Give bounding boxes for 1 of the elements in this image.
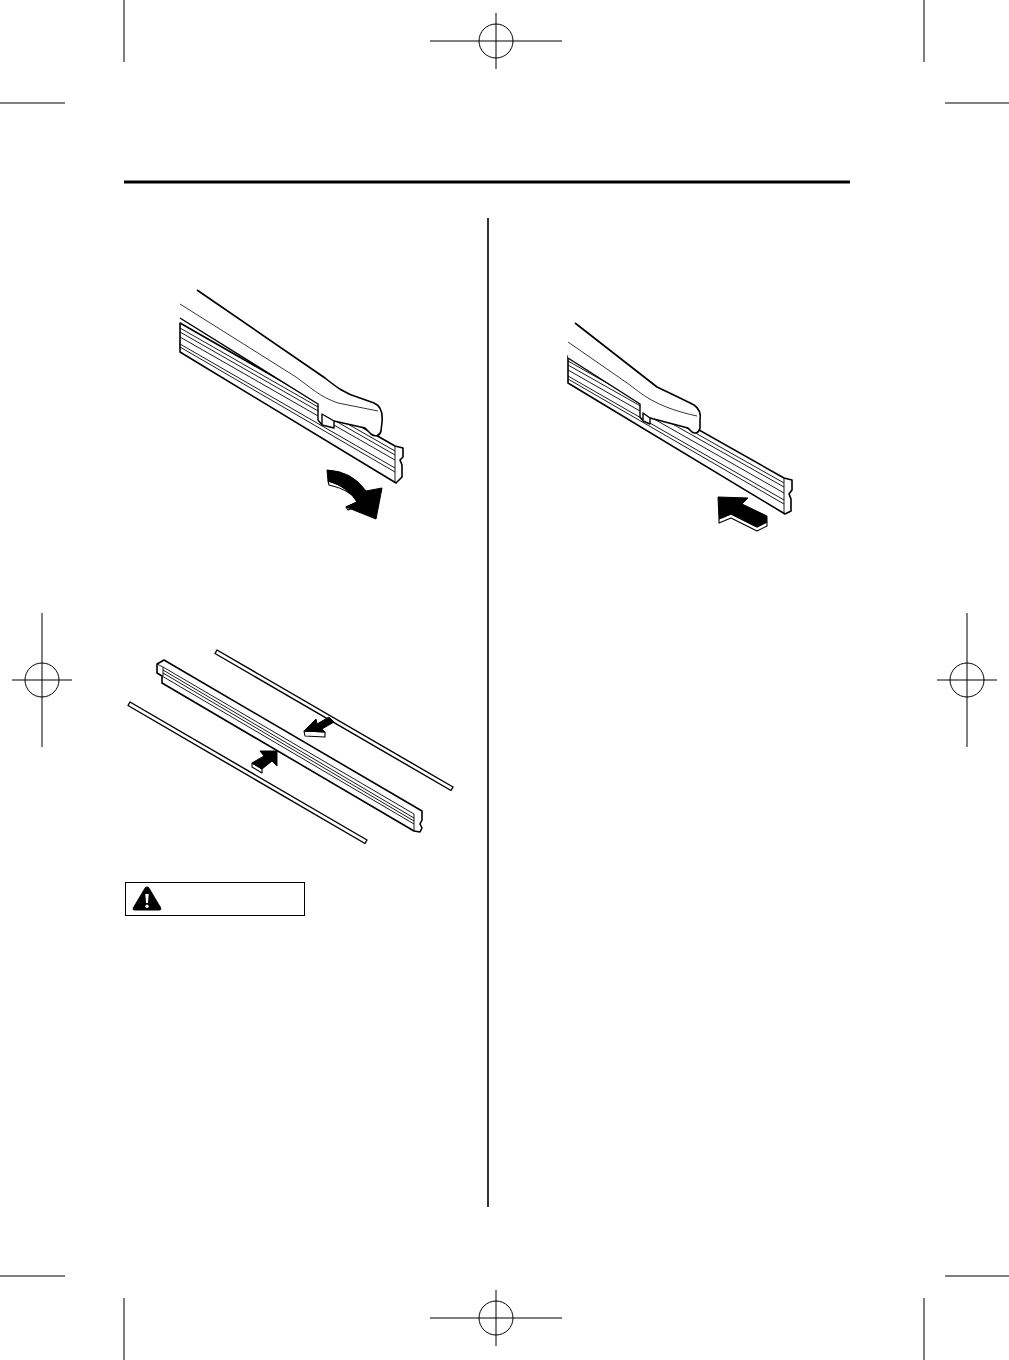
warning-box [125,882,305,916]
